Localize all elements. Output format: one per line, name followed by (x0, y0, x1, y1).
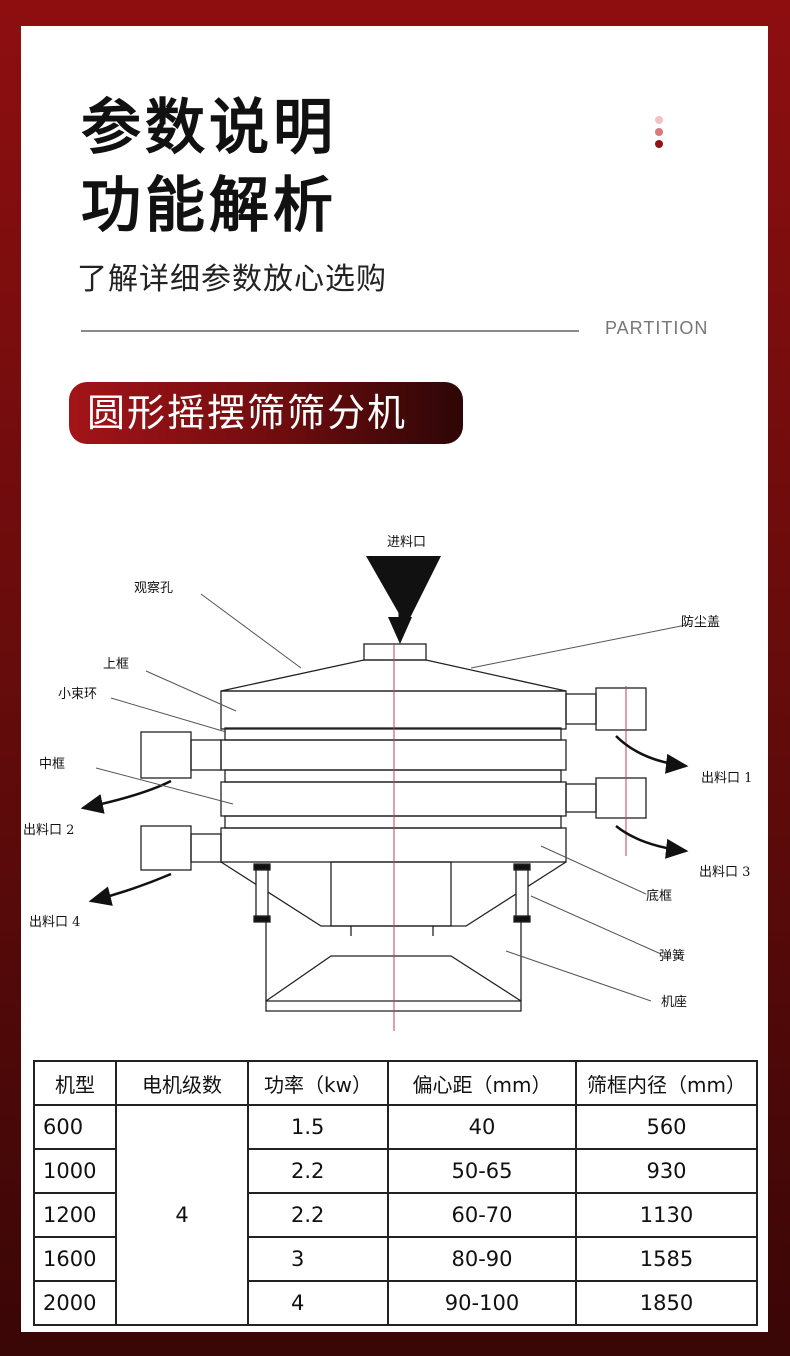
partition-label: PARTITION (605, 318, 709, 338)
table-row: 1600 3 80-90 1585 (33, 1236, 758, 1282)
dot-dark (655, 140, 663, 148)
page-title-line2: 功能解析 (81, 171, 337, 241)
content-card: 参数说明 功能解析 了解详细参数放心选购 PARTITION 圆形摇摆筛筛分机 (21, 26, 768, 1332)
cell-diameter: 560 (575, 1104, 758, 1150)
spec-table: 机型 电机级数 功率（kw） 偏心距（mm） 筛框内径（mm） 600 4 1.… (33, 1060, 758, 1326)
cell-model: 1600 (33, 1236, 117, 1282)
col-eccentric: 偏心距（mm） (387, 1060, 577, 1106)
cell-power: 2.2 (247, 1148, 389, 1194)
col-power: 功率（kw） (247, 1060, 389, 1106)
label-bottom-frame: 底框 (646, 888, 672, 904)
cell-diameter: 1130 (575, 1192, 758, 1238)
label-upper-frame: 上框 (103, 657, 129, 672)
decorative-dots (655, 116, 665, 152)
table-row: 1000 2.2 50-65 930 (33, 1148, 758, 1194)
label-spring: 弹簧 (659, 948, 685, 964)
cell-model: 600 (33, 1104, 117, 1150)
label-dust-cover: 防尘盖 (681, 614, 720, 630)
label-inlet: 进料口 (387, 535, 426, 550)
dot-light (655, 116, 663, 124)
cell-diameter: 930 (575, 1148, 758, 1194)
label-small-clamp-ring: 小束环 (58, 687, 97, 702)
table-row: 600 4 1.5 40 560 (33, 1104, 758, 1326)
table-row: 1200 2.2 60-70 1130 (33, 1192, 758, 1238)
label-outlet-4: 出料口 4 (29, 915, 80, 930)
table-header-row: 机型 电机级数 功率（kw） 偏心距（mm） 筛框内径（mm） (33, 1060, 758, 1106)
label-outlet-2: 出料口 2 (23, 823, 74, 838)
cell-model: 1000 (33, 1148, 117, 1194)
label-observation-hole: 观察孔 (134, 581, 173, 596)
cell-power: 2.2 (247, 1192, 389, 1238)
funnel-icon (366, 556, 441, 626)
label-base: 机座 (661, 995, 687, 1010)
cell-power: 1.5 (247, 1104, 389, 1150)
cell-eccentric: 80-90 (387, 1236, 577, 1282)
product-name-badge: 圆形摇摆筛筛分机 (69, 382, 463, 444)
cell-model: 1200 (33, 1192, 117, 1238)
label-outlet-1: 出料口 1 (701, 771, 752, 786)
cell-diameter: 1850 (575, 1280, 758, 1326)
machine-diagram: 进料口 观察孔 防尘盖 上框 小束环 中框 出料口 1 出料口 2 出料口 3 … (23, 535, 752, 1031)
cell-power: 4 (247, 1280, 389, 1326)
col-motor-poles: 电机级数 (115, 1060, 249, 1106)
col-model: 机型 (33, 1060, 117, 1106)
cell-eccentric: 90-100 (387, 1280, 577, 1326)
dot-mid (655, 128, 663, 136)
cell-power: 3 (247, 1236, 389, 1282)
cell-eccentric: 60-70 (387, 1192, 577, 1238)
cell-eccentric: 50-65 (387, 1148, 577, 1194)
cell-motor-poles: 4 (115, 1104, 249, 1326)
cell-diameter: 1585 (575, 1236, 758, 1282)
col-diameter: 筛框内径（mm） (575, 1060, 758, 1106)
cell-model: 2000 (33, 1280, 117, 1326)
label-outlet-3: 出料口 3 (699, 865, 750, 880)
page-title-line1: 参数说明 (81, 93, 337, 163)
divider-line (81, 330, 579, 332)
label-middle-frame: 中框 (39, 757, 65, 772)
page-subtitle: 了解详细参数放心选购 (77, 262, 387, 297)
cell-eccentric: 40 (387, 1104, 577, 1150)
table-row: 2000 4 90-100 1850 (33, 1280, 758, 1326)
